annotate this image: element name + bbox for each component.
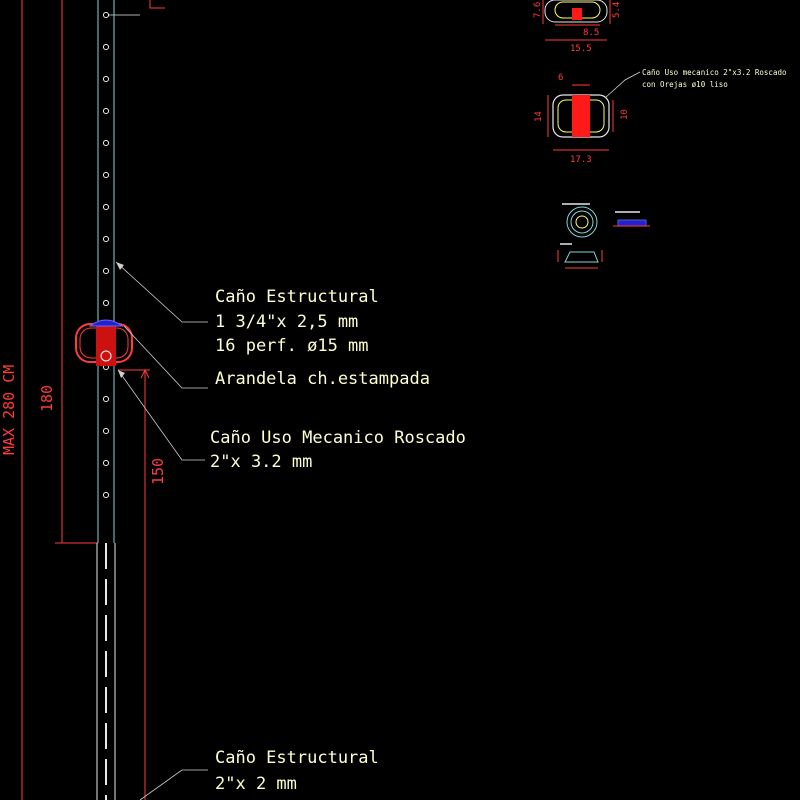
perforation-hole bbox=[102, 427, 110, 435]
perforation-hole bbox=[102, 75, 110, 83]
detail-washer-small bbox=[557, 203, 650, 269]
label-threaded-tube-name: Caño Uso Mecanico Roscado bbox=[210, 428, 466, 448]
perforation-hole bbox=[102, 171, 110, 179]
perforation-hole bbox=[102, 235, 110, 243]
lower-structural-tube bbox=[96, 543, 116, 800]
detail-note-line2: con Orejas ø10 liso bbox=[642, 80, 728, 89]
perforation-hole bbox=[102, 491, 110, 499]
leader-washer bbox=[123, 325, 208, 389]
upper-structural-tube bbox=[97, 0, 115, 543]
perforation-hole bbox=[102, 203, 110, 211]
leader-upper-tube bbox=[115, 261, 208, 323]
label-lower-tube-name: Caño Estructural bbox=[215, 748, 379, 768]
label-lower-tube-size: 2"x 2 mm bbox=[215, 774, 297, 794]
label-upper-tube-name: Caño Estructural bbox=[215, 287, 379, 307]
label-upper-tube-perf: 16 perf. ø15 mm bbox=[215, 336, 369, 356]
detail-top-view: 7.6 5.4 8.5 15.5 bbox=[533, 0, 622, 54]
perforation-hole bbox=[102, 267, 110, 275]
label-threaded-tube-size: 2"x 3.2 mm bbox=[210, 452, 312, 472]
threaded-clamp bbox=[75, 323, 133, 366]
top-detail-inner: 8.5 bbox=[583, 28, 599, 38]
leader-threaded-tube bbox=[117, 369, 205, 461]
detail-note-line1: Caño Uso mecanico 2"x3.2 Roscado bbox=[642, 68, 787, 77]
perforation-hole bbox=[102, 139, 110, 147]
top-detail-width: 15.5 bbox=[570, 44, 592, 54]
clamp-detail-left: 14 bbox=[534, 111, 544, 122]
perforation-hole bbox=[102, 459, 110, 467]
dim-180-label: 180 bbox=[38, 385, 56, 412]
dimension-180: 180 bbox=[38, 0, 98, 544]
top-detail-right: 5.4 bbox=[612, 2, 622, 18]
leader-lower-tube bbox=[139, 769, 208, 800]
perforation-hole bbox=[102, 395, 110, 403]
perforation-hole bbox=[102, 299, 110, 307]
label-upper-tube-size: 1 3/4"x 2,5 mm bbox=[215, 312, 358, 332]
top-dim-mark bbox=[149, 0, 165, 9]
perforation-hole bbox=[102, 107, 110, 115]
max-height-label: MAX 280 CM bbox=[0, 365, 18, 455]
stamped-washer bbox=[88, 319, 124, 327]
clamp-detail-leader bbox=[604, 71, 641, 99]
label-washer: Arandela ch.estampada bbox=[215, 369, 430, 389]
detail-clamp-section: 6 14 10 17.3 Caño Uso mecanico 2"x3.2 Ro… bbox=[534, 68, 787, 165]
clamp-detail-right: 10 bbox=[620, 109, 630, 120]
clamp-detail-bottom: 17.3 bbox=[570, 155, 592, 165]
dim-150-label: 150 bbox=[149, 458, 167, 485]
perforation-hole bbox=[102, 43, 110, 51]
perforations bbox=[102, 11, 110, 499]
perforation-hole bbox=[102, 11, 110, 19]
dimension-max-height: MAX 280 CM bbox=[0, 0, 23, 800]
top-detail-left: 7.6 bbox=[533, 2, 543, 18]
clamp-detail-top: 6 bbox=[558, 73, 563, 83]
dimension-150: 150 bbox=[118, 368, 167, 800]
